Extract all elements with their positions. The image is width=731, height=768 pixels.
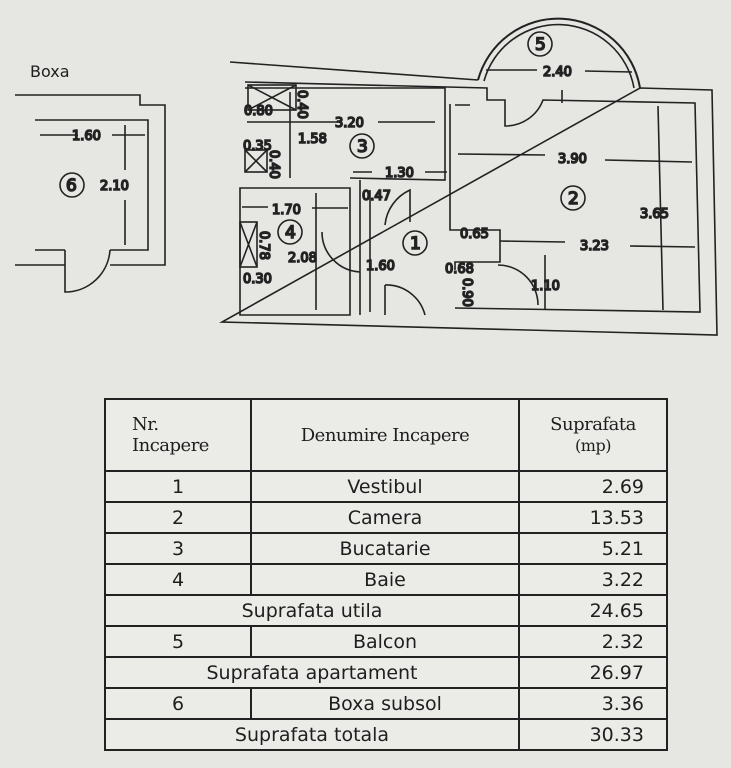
dim-room-niche: 0.65 — [460, 227, 489, 242]
dim-bath-depth: 2.08 — [288, 251, 317, 266]
row-area: 3.22 — [518, 563, 668, 596]
dim-bath-duct-height: 0.78 — [256, 231, 271, 260]
row-name: Camera — [250, 501, 520, 534]
dim-kitchen-width: 3.20 — [335, 116, 364, 131]
row-area: 2.69 — [518, 470, 668, 503]
table-header-row: Nr. Incapere Denumire Incapere Suprafata… — [104, 398, 668, 472]
dim-balcony-width: 2.40 — [543, 65, 572, 80]
row-nr: 6 — [104, 687, 252, 720]
dim-kitchen-depth: 1.58 — [298, 132, 327, 147]
floor-plan: 1.60 2.10 6 3.20 1.58 0.40 0.80 — [15, 17, 718, 336]
dim-room-width: 3.90 — [558, 152, 587, 167]
row-nr: 3 — [104, 532, 252, 565]
header-nr-line2: Incapere — [132, 435, 209, 456]
room-1-number: 1 — [410, 234, 421, 254]
room-2-marker — [560, 185, 586, 211]
row-name: Vestibul — [250, 470, 520, 503]
room-5-number: 5 — [535, 35, 546, 55]
dim-kitchen-vent-width: 0.80 — [244, 104, 273, 119]
subtotal-area: 26.97 — [518, 656, 668, 689]
dim-hall-door: 0.47 — [362, 189, 391, 204]
row-area: 13.53 — [518, 501, 668, 534]
dim-bath-width: 1.70 — [272, 203, 301, 218]
dim-entry-height: 0.90 — [459, 278, 474, 307]
dim-hall-length: 1.60 — [366, 259, 395, 274]
dim-storage-depth: 2.10 — [100, 179, 129, 194]
row-nr: 4 — [104, 563, 252, 596]
room-4-marker — [277, 219, 303, 245]
room-3-marker — [349, 133, 375, 159]
storage-title: Boxa — [30, 62, 70, 81]
row-name: Baie — [250, 563, 520, 596]
row-name: Boxa subsol — [250, 687, 520, 720]
row-area: 2.32 — [518, 625, 668, 658]
dim-room-depth: 3.65 — [640, 207, 669, 222]
apartment-plan — [219, 17, 718, 336]
row-area: 5.21 — [518, 532, 668, 565]
dim-kitchen-duct-height: 0.40 — [266, 150, 281, 179]
room-4-number: 4 — [285, 223, 296, 243]
total-label: Suprafata totala — [104, 718, 520, 751]
dim-room-width-lower: 3.23 — [580, 239, 609, 254]
row-area: 3.36 — [518, 687, 668, 720]
subtotal-label: Suprafata utila — [104, 594, 520, 627]
dim-kitchen-vent-height: 0.40 — [294, 90, 309, 119]
dim-kitchen-duct-width: 0.35 — [243, 139, 272, 154]
header-area-line2: (mp) — [575, 436, 611, 455]
room-6-number: 6 — [66, 176, 77, 196]
row-nr: 5 — [104, 625, 252, 658]
header-area-line1: Suprafata — [550, 414, 636, 435]
header-area: Suprafata (mp) — [518, 398, 668, 472]
subtotal-label: Suprafata apartament — [104, 656, 520, 689]
dim-entry-width: 0.68 — [445, 262, 474, 277]
total-area: 30.33 — [518, 718, 668, 751]
dim-niche-depth: 1.10 — [531, 279, 560, 294]
room-3-number: 3 — [357, 137, 368, 157]
area-table: Nr. Incapere Denumire Incapere Suprafata… — [104, 398, 668, 751]
room-5-marker — [527, 31, 553, 57]
row-name: Bucatarie — [250, 532, 520, 565]
subtotal-area: 24.65 — [518, 594, 668, 627]
room-markers — [277, 31, 586, 256]
room-6-marker — [59, 172, 85, 198]
dim-bath-duct-width: 0.30 — [243, 272, 272, 287]
row-name: Balcon — [250, 625, 520, 658]
header-room-name: Denumire Incapere — [250, 398, 520, 472]
header-nr-line1: Nr. — [132, 414, 159, 435]
row-nr: 1 — [104, 470, 252, 503]
dim-storage-width: 1.60 — [72, 129, 101, 144]
room-2-number: 2 — [568, 189, 579, 209]
row-nr: 2 — [104, 501, 252, 534]
storage-plan — [15, 94, 166, 293]
room-1-marker — [402, 230, 428, 256]
dim-hall-upper-width: 1.30 — [385, 166, 414, 181]
header-room-number: Nr. Incapere — [104, 398, 252, 472]
